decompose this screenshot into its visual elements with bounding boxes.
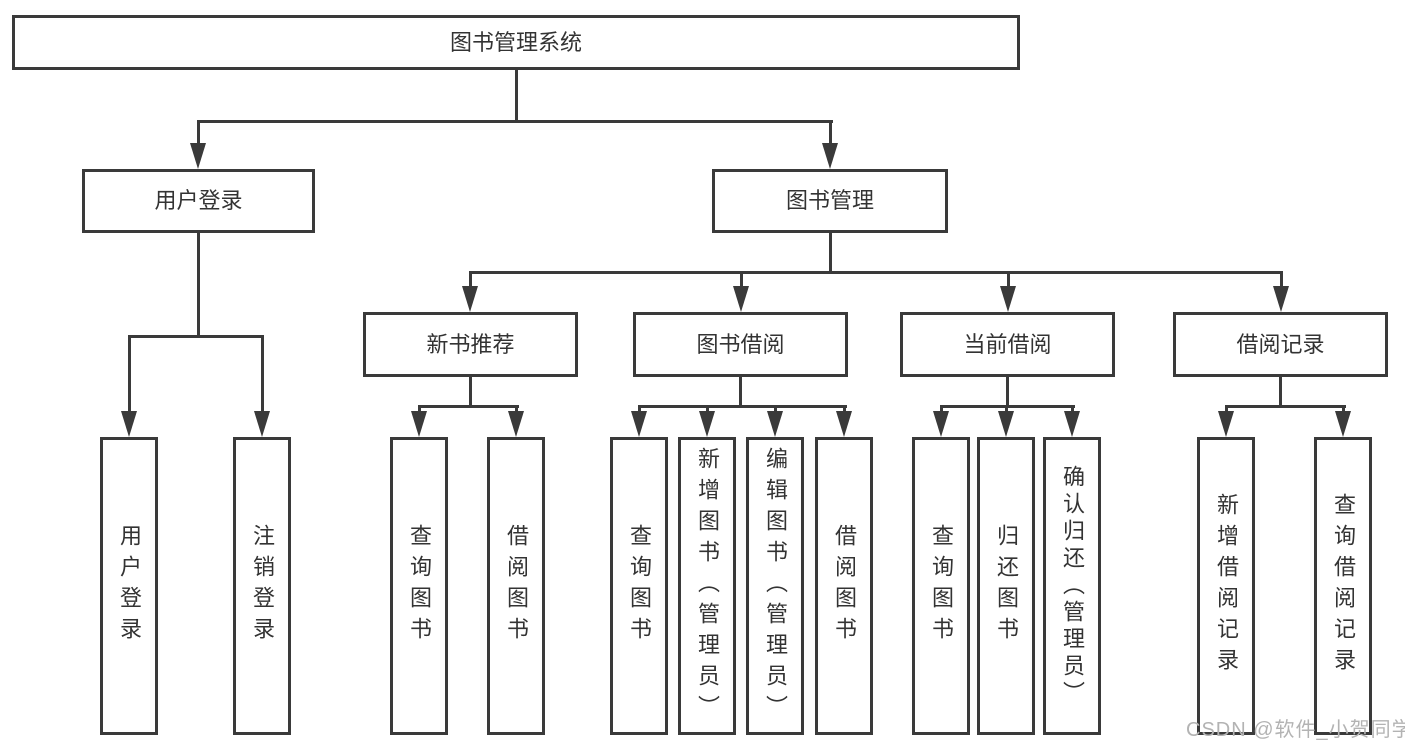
leaf-newbooks-query: 查询图书	[390, 437, 448, 735]
connector-borrowing-records-stem	[1279, 377, 1282, 405]
connector-root-rail	[197, 120, 833, 123]
node-book-management-label: 图书管理	[785, 188, 874, 213]
connector-borrowing-records-drop	[1280, 271, 1283, 286]
node-root-label: 图书管理系统	[449, 29, 582, 55]
node-current-borrowing-label: 当前借阅	[963, 331, 1052, 357]
connector-nb-borrow-drop	[515, 405, 518, 411]
node-book-borrowing: 图书借阅	[633, 312, 848, 377]
arrowhead-nb-borrow	[508, 411, 524, 437]
arrowhead-book-borrowing	[733, 286, 749, 312]
arrowhead-new-books	[462, 286, 478, 312]
connector-book-management-stem	[829, 233, 832, 271]
connector-book-management-drop	[829, 120, 832, 143]
node-new-books-label: 新书推荐	[426, 331, 515, 357]
leaf-user-login-label: 用户登录	[117, 524, 142, 648]
connector-new-books-rail	[418, 405, 519, 408]
connector-leaf-user-login-drop	[128, 335, 131, 411]
leaf-current-query: 查询图书	[912, 437, 970, 735]
connector-bb-query-drop	[638, 405, 641, 411]
leaf-borrowing-edit: 编辑图书（管理员）	[746, 437, 804, 735]
leaf-records-query: 查询借阅记录	[1314, 437, 1372, 735]
connector-bb-borrow-drop	[843, 405, 846, 411]
leaf-borrowing-borrow-label: 借阅图书	[832, 524, 857, 648]
leaf-current-return: 归还图书	[977, 437, 1035, 735]
node-borrowing-records: 借阅记录	[1173, 312, 1388, 377]
connector-br-query-drop	[1342, 405, 1345, 411]
arrowhead-borrowing-records	[1273, 286, 1289, 312]
arrowhead-leaf-logout	[254, 411, 270, 437]
leaf-borrowing-edit-label: 编辑图书（管理员）	[763, 446, 788, 726]
node-root: 图书管理系统	[12, 15, 1020, 70]
leaf-current-query-label: 查询图书	[929, 524, 954, 648]
arrowhead-leaf-user-login	[121, 411, 137, 437]
leaf-user-login: 用户登录	[100, 437, 158, 735]
node-current-borrowing: 当前借阅	[900, 312, 1115, 377]
connector-nb-query-drop	[418, 405, 421, 411]
arrowhead-user-login	[190, 143, 206, 169]
connector-new-books-stem	[469, 377, 472, 405]
arrowhead-nb-query	[411, 411, 427, 437]
connector-current-borrowing-drop	[1007, 271, 1010, 286]
node-book-management: 图书管理	[712, 169, 948, 233]
leaf-borrowing-borrow: 借阅图书	[815, 437, 873, 735]
connector-book-management-rail	[469, 271, 1283, 274]
connector-root-stem	[515, 70, 518, 120]
leaf-newbooks-borrow-label: 借阅图书	[504, 524, 529, 648]
leaf-logout-label: 注销登录	[250, 524, 275, 648]
arrowhead-br-query	[1335, 411, 1351, 437]
arrowhead-bb-borrow	[836, 411, 852, 437]
leaf-current-return-label: 归还图书	[994, 524, 1019, 648]
arrowhead-cb-return	[998, 411, 1014, 437]
connector-cb-query-drop	[940, 405, 943, 411]
node-user-login: 用户登录	[82, 169, 315, 233]
leaf-borrowing-query: 查询图书	[610, 437, 668, 735]
node-book-borrowing-label: 图书借阅	[696, 331, 785, 357]
leaf-records-add: 新增借阅记录	[1197, 437, 1255, 735]
connector-leaf-logout-drop	[261, 335, 264, 411]
connector-borrowing-records-rail	[1225, 405, 1346, 408]
arrowhead-current-borrowing	[1000, 286, 1016, 312]
connector-current-borrowing-stem	[1006, 377, 1009, 405]
arrowhead-bb-edit	[767, 411, 783, 437]
arrowhead-cb-confirm	[1064, 411, 1080, 437]
leaf-borrowing-query-label: 查询图书	[627, 524, 652, 648]
csdn-watermark: CSDN @软件_小贺同学	[1186, 719, 1405, 741]
connector-bb-add-drop	[706, 405, 709, 411]
node-user-login-label: 用户登录	[154, 188, 243, 213]
node-borrowing-records-label: 借阅记录	[1236, 331, 1325, 357]
leaf-current-confirm-return: 确认归还（管理员）	[1043, 437, 1101, 735]
connector-user-login-drop	[197, 120, 200, 143]
leaf-newbooks-query-label: 查询图书	[407, 524, 432, 648]
arrowhead-book-management	[822, 143, 838, 169]
connector-book-borrowing-drop	[740, 271, 743, 286]
arrowhead-bb-query	[631, 411, 647, 437]
connector-br-add-drop	[1225, 405, 1228, 411]
leaf-newbooks-borrow: 借阅图书	[487, 437, 545, 735]
leaf-records-add-label: 新增借阅记录	[1214, 493, 1239, 679]
connector-cb-confirm-drop	[1071, 405, 1074, 411]
connector-cb-return-drop	[1005, 405, 1008, 411]
connector-new-books-drop	[469, 271, 472, 286]
arrowhead-br-add	[1218, 411, 1234, 437]
connector-book-borrowing-rail	[638, 405, 847, 408]
connector-bb-edit-drop	[774, 405, 777, 411]
leaf-logout: 注销登录	[233, 437, 291, 735]
node-new-books: 新书推荐	[363, 312, 578, 377]
leaf-borrowing-add: 新增图书（管理员）	[678, 437, 736, 735]
leaf-borrowing-add-label: 新增图书（管理员）	[695, 446, 720, 726]
connector-user-login-stem	[197, 233, 200, 335]
leaf-records-query-label: 查询借阅记录	[1331, 493, 1356, 679]
connector-book-borrowing-stem	[739, 377, 742, 405]
arrowhead-cb-query	[933, 411, 949, 437]
arrowhead-bb-add	[699, 411, 715, 437]
leaf-current-confirm-return-label: 确认归还（管理员）	[1060, 464, 1085, 708]
connector-user-login-rail	[128, 335, 264, 338]
